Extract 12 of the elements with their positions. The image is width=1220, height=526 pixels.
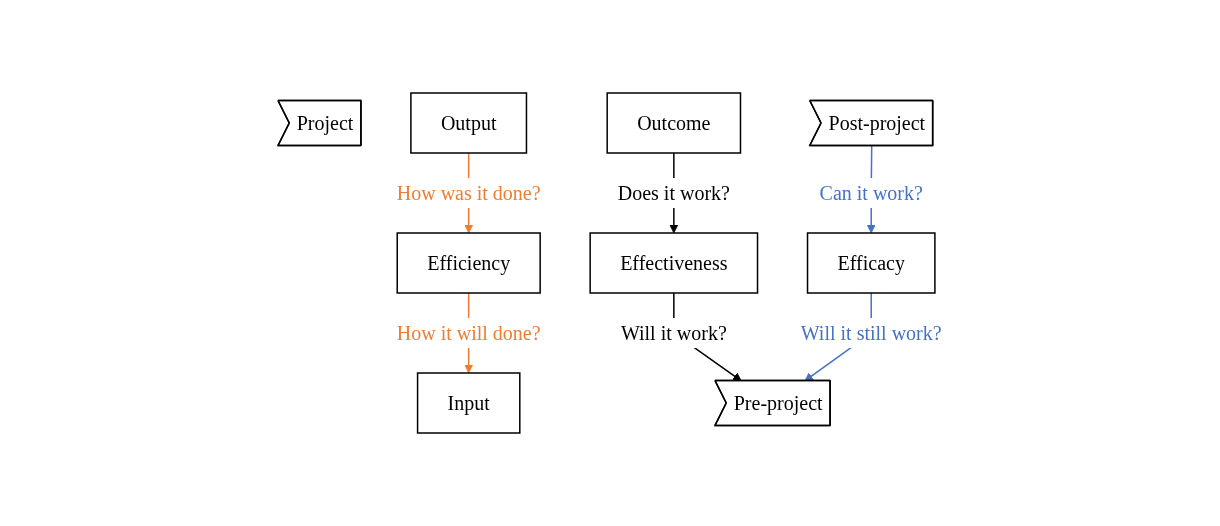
edge-label: Does it work?: [617, 182, 731, 204]
node-box: Input: [417, 372, 521, 434]
edge-label: How it will done?: [396, 322, 541, 344]
edge-label: Can it work?: [819, 182, 924, 204]
node-box: Efficacy: [806, 232, 936, 294]
node-box: Outcome: [606, 92, 742, 154]
node-box: Output: [410, 92, 528, 154]
edge-label: Will it work?: [621, 322, 727, 344]
node-box: Effectiveness: [589, 232, 759, 294]
edge-label: Will it still work?: [800, 322, 942, 344]
node-box: Efficiency: [396, 232, 542, 294]
edge-label: How was it done?: [396, 182, 541, 204]
